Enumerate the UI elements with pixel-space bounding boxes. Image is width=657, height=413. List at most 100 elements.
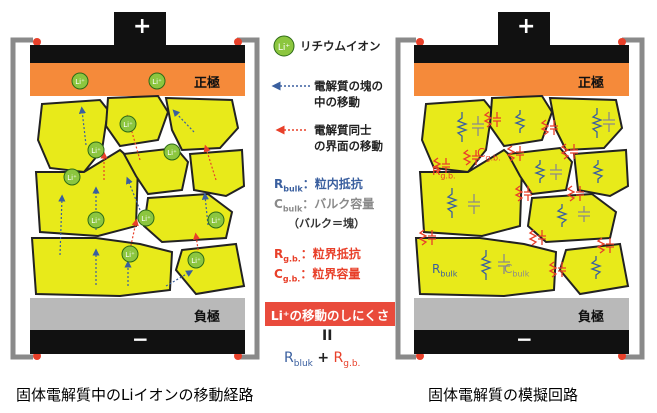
current-collector-top bbox=[414, 45, 629, 63]
left-caption: 固体電解質中のLiイオンの移動経路 bbox=[16, 386, 254, 404]
svg-text:Li⁺: Li⁺ bbox=[91, 147, 101, 155]
bulk-resistor bbox=[514, 110, 526, 133]
li-ion: Li⁺ bbox=[87, 211, 105, 229]
wire-terminal-dot bbox=[416, 38, 424, 46]
gb-element bbox=[432, 157, 450, 174]
svg-text:Li⁺: Li⁺ bbox=[191, 257, 201, 265]
left-negative-electrode-label: 負極 bbox=[193, 310, 220, 325]
gb-element bbox=[462, 149, 480, 166]
gb-element bbox=[483, 111, 501, 128]
gb-element bbox=[540, 119, 558, 136]
left-positive-electrode-label: 正極 bbox=[193, 76, 220, 91]
current-collector-bottom bbox=[414, 330, 629, 354]
right-positive-electrode-label: 正極 bbox=[577, 76, 604, 91]
left-minus-sign: − bbox=[132, 327, 149, 351]
bulk-resistor bbox=[446, 188, 458, 218]
gb-element bbox=[418, 229, 436, 246]
positive-terminal bbox=[498, 12, 550, 50]
right-caption: 固体電解質の模擬回路 bbox=[428, 386, 579, 404]
legend-ion-text: リチウムイオン bbox=[300, 39, 381, 53]
right-r-gb-label: Rg.b. bbox=[432, 164, 456, 181]
gb-element bbox=[566, 185, 584, 202]
grain bbox=[420, 98, 494, 174]
current-collector-bottom bbox=[30, 330, 245, 354]
svg-text:Li⁺: Li⁺ bbox=[211, 217, 221, 225]
electrolyte-grains bbox=[30, 94, 246, 298]
right-c-bulk-label: Cbulk bbox=[504, 262, 530, 279]
bulk-capacitor bbox=[472, 116, 484, 136]
right-plus-sign: + bbox=[517, 14, 536, 39]
li-ion: Li⁺ bbox=[163, 143, 181, 161]
positive-terminal bbox=[114, 12, 166, 50]
bulk-resistor bbox=[592, 160, 604, 183]
gb-element bbox=[596, 237, 614, 254]
bulk-resistor bbox=[534, 160, 546, 183]
li-ion: Li⁺ bbox=[148, 72, 166, 90]
gb-element bbox=[528, 229, 546, 246]
legend-c-gb: Cg.b.：粒界容量 bbox=[274, 267, 361, 284]
left-wire-right bbox=[237, 37, 260, 360]
svg-text:Li⁺: Li⁺ bbox=[123, 121, 133, 129]
right-wire-left bbox=[395, 37, 416, 360]
right-cell bbox=[395, 12, 645, 360]
bulk-capacitor bbox=[603, 112, 615, 132]
bulk-capacitor bbox=[468, 194, 480, 214]
grain bbox=[418, 148, 524, 238]
left-cell: Li⁺ Li⁺ Li⁺ Li⁺ Li⁺ Li⁺ Li⁺ Li⁺ Li⁺ Li⁺ … bbox=[10, 12, 260, 360]
svg-text:Li⁺: Li⁺ bbox=[75, 78, 85, 86]
difficulty-box: Li⁺の移動のしにくさ bbox=[265, 302, 395, 326]
gb-element bbox=[514, 185, 532, 202]
grain bbox=[104, 94, 170, 148]
li-ion: Li⁺ bbox=[119, 115, 137, 133]
legend-interface-move: 電解質同士 の界面の移動 bbox=[314, 123, 383, 153]
svg-text:Li⁺: Li⁺ bbox=[152, 78, 162, 86]
svg-text:Li⁺: Li⁺ bbox=[67, 174, 77, 182]
grain bbox=[548, 96, 624, 152]
li-ion: Li⁺ bbox=[71, 72, 89, 90]
left-plus-sign: + bbox=[133, 14, 152, 39]
bulk-capacitor bbox=[498, 254, 510, 274]
gb-element bbox=[548, 261, 566, 278]
right-c-gb-label: Cg.b. bbox=[477, 146, 501, 163]
svg-text:Li⁺: Li⁺ bbox=[278, 43, 291, 53]
grain bbox=[558, 242, 630, 296]
grain-boundary-rc-elements bbox=[418, 111, 614, 278]
grain bbox=[30, 237, 174, 298]
right-r-bulk-label: Rbulk bbox=[432, 262, 458, 279]
left-wire-left bbox=[10, 37, 33, 360]
wire-terminal-dot bbox=[618, 38, 626, 46]
svg-text:Li⁺: Li⁺ bbox=[141, 215, 151, 223]
bulk-resistor bbox=[590, 256, 602, 279]
legend-r-gb: Rg.b.：粒界抵抗 bbox=[274, 247, 361, 264]
positive-electrode bbox=[414, 63, 629, 96]
wire-terminal-dot bbox=[33, 38, 41, 46]
gb-element bbox=[560, 143, 578, 160]
bulk-resistor bbox=[591, 108, 603, 138]
li-ion: Li⁺ bbox=[207, 211, 225, 229]
grain bbox=[526, 192, 618, 244]
legend-bulk-move: 電解質の塊の 中の移動 bbox=[314, 79, 383, 109]
legend-ion-icon bbox=[273, 35, 295, 57]
grain bbox=[572, 148, 630, 198]
legend-bulk-note: （バルク＝塊） bbox=[288, 217, 365, 230]
svg-text:Li⁺: Li⁺ bbox=[91, 217, 101, 225]
bulk-resistor bbox=[480, 250, 492, 280]
legend-r-bulk: Rbulk：粒内抵抗 bbox=[274, 177, 363, 194]
svg-text:Li⁺: Li⁺ bbox=[125, 251, 135, 259]
current-collector-top bbox=[30, 45, 245, 63]
resistance-sum: Rbluk + Rg.b. bbox=[284, 350, 361, 369]
grain bbox=[188, 148, 246, 198]
positive-electrode bbox=[30, 63, 245, 96]
svg-text:Li⁺: Li⁺ bbox=[167, 149, 177, 157]
li-ion: Li⁺ bbox=[137, 209, 155, 227]
gb-element bbox=[506, 145, 524, 162]
bulk-resistor bbox=[456, 112, 468, 142]
bulk-capacitor bbox=[550, 164, 562, 180]
right-minus-sign: − bbox=[516, 327, 533, 351]
bulk-capacitor bbox=[578, 206, 590, 222]
bulk-rc-elements bbox=[446, 108, 615, 280]
wire-terminal-dot bbox=[234, 38, 242, 46]
right-negative-electrode-label: 負極 bbox=[577, 310, 604, 325]
li-ion: Li⁺ bbox=[87, 141, 105, 159]
